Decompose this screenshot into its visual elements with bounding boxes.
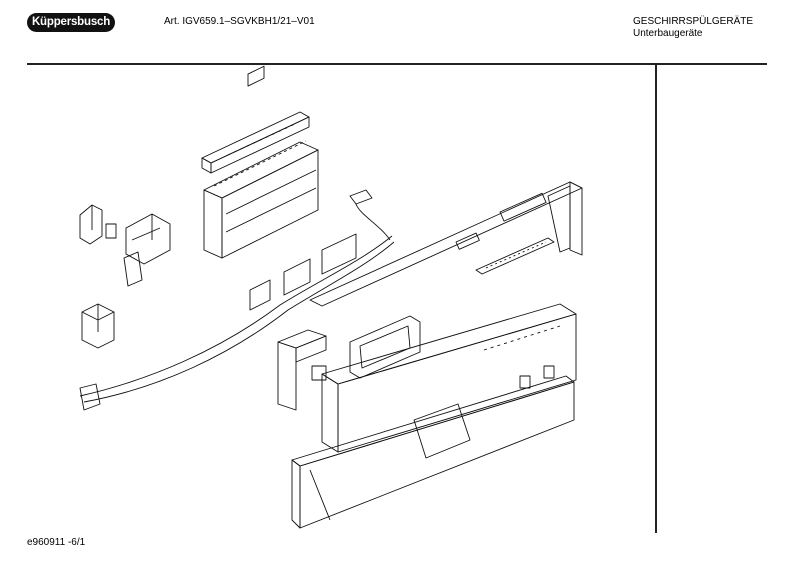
part-lower-housing bbox=[292, 376, 574, 528]
part-display-strip bbox=[202, 112, 309, 173]
category-title: GESCHIRRSPÜLGERÄTE bbox=[633, 16, 754, 27]
part-led-strip bbox=[476, 238, 554, 274]
part-relay-bracket bbox=[124, 214, 170, 286]
part-control-fascia bbox=[310, 182, 582, 306]
part-relay bbox=[82, 304, 114, 348]
part-handle-recess bbox=[350, 316, 420, 378]
article-number: Art. IGV659.1–SGVKBH1/21–V01 bbox=[164, 16, 315, 27]
category-block: GESCHIRRSPÜLGERÄTE Unterbaugeräte bbox=[633, 16, 753, 40]
part-relay-cover bbox=[80, 205, 116, 244]
header-divider bbox=[27, 63, 767, 65]
side-divider bbox=[655, 65, 657, 533]
drawing-number: e960911 -6/1 bbox=[27, 537, 86, 548]
part-fascia-end-cap bbox=[278, 330, 326, 410]
part-electronic-module bbox=[204, 66, 318, 258]
brand-logo: Küppersbusch bbox=[27, 13, 115, 32]
category-subtitle: Unterbaugeräte bbox=[633, 28, 703, 39]
part-control-panel bbox=[322, 304, 576, 452]
part-connector-harness bbox=[80, 190, 394, 410]
